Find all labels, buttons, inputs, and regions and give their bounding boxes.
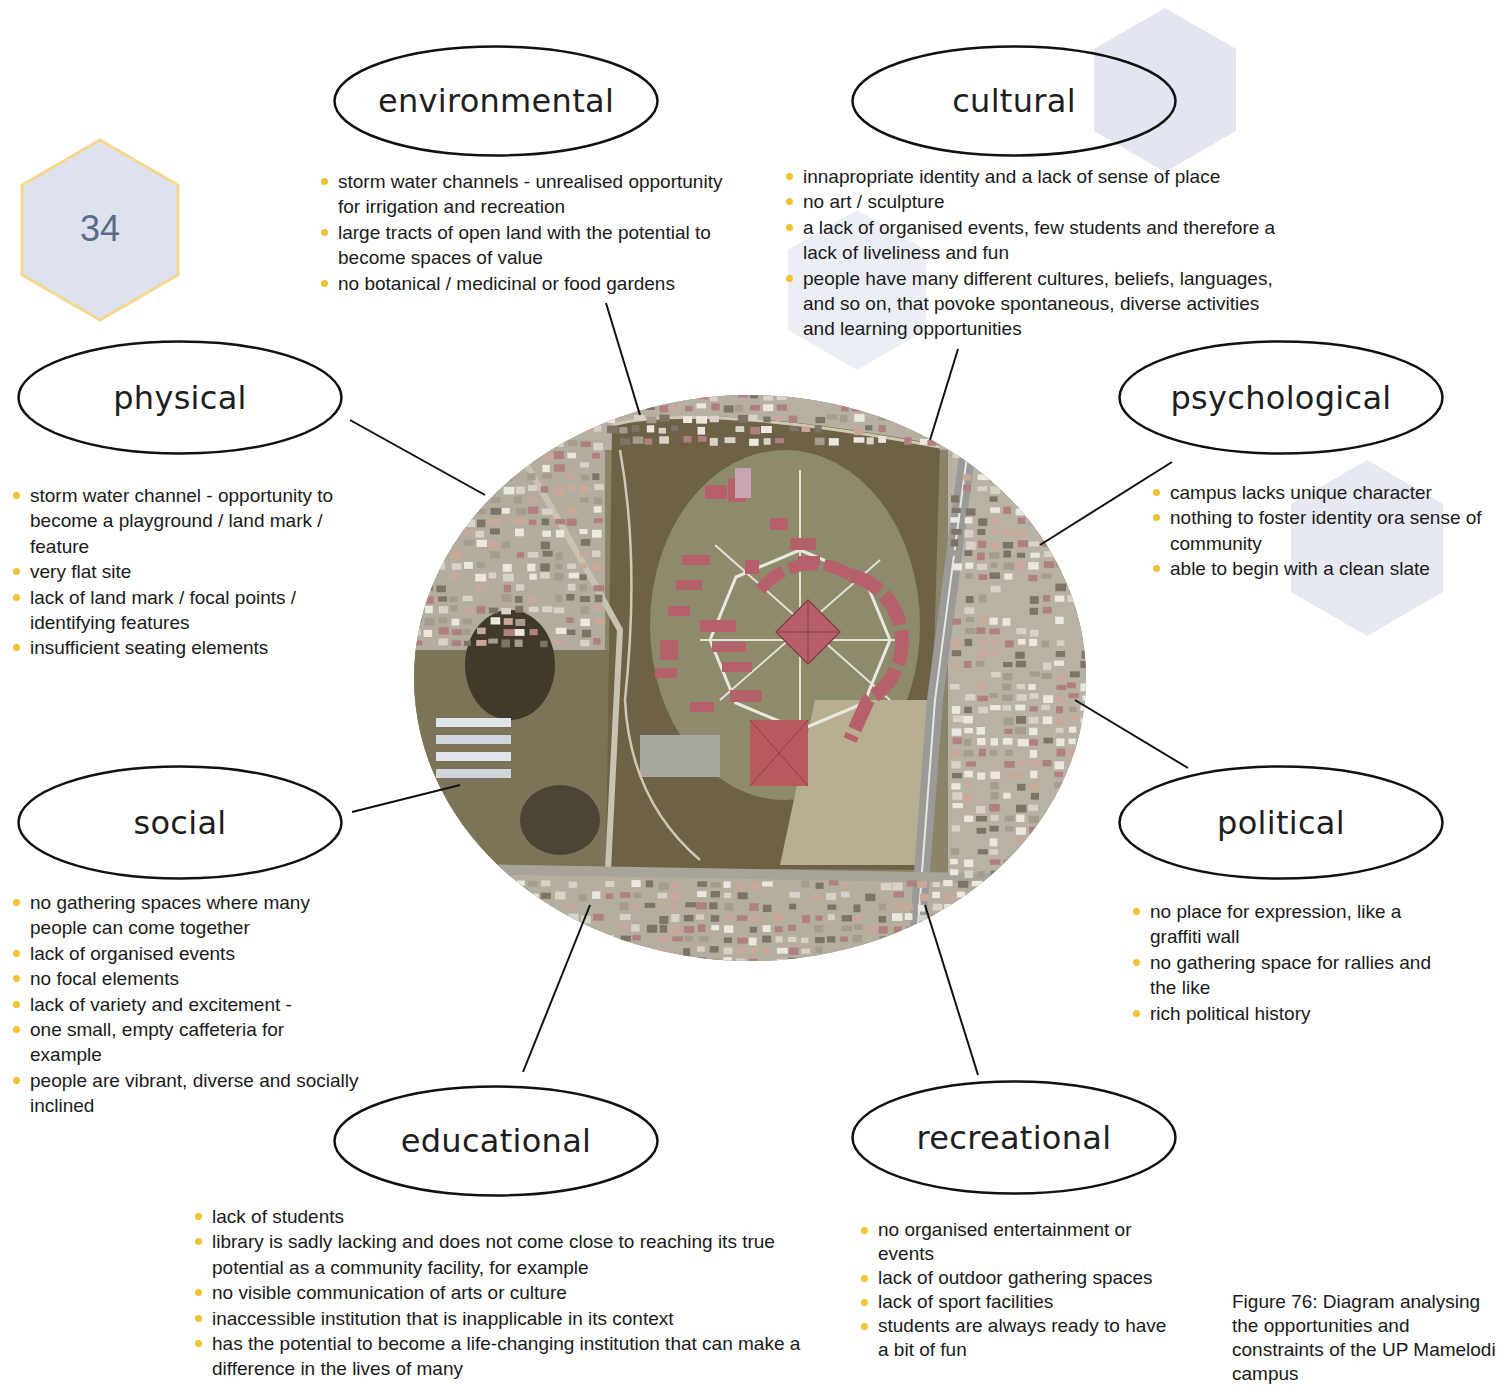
ellipse-outline: [335, 47, 658, 156]
ellipse-outline: [19, 767, 342, 879]
ellipse-outline: [853, 1082, 1176, 1194]
bullet-point: rich political history: [1130, 1001, 1446, 1026]
heading-box: recreational: [851, 1080, 1177, 1195]
category-heading: environmental: [378, 82, 614, 120]
category-ellipse: educationallack of studentslibrary is sa…: [333, 1085, 659, 1197]
category-ellipse: culturalinnapropriate identity and a lac…: [851, 45, 1177, 157]
category-heading: social: [133, 804, 226, 842]
leader-line: [523, 905, 590, 1072]
heading-box: physical: [17, 340, 343, 455]
heading-box: social: [17, 765, 343, 880]
page-hexagon: [22, 140, 178, 320]
bullet-list: storm water channels - unrealised opport…: [318, 169, 730, 296]
leader-line: [1040, 462, 1172, 545]
ellipse-outline: [1120, 342, 1443, 454]
ellipse-outline: [853, 47, 1176, 156]
category-heading: recreational: [917, 1119, 1112, 1157]
category-heading: cultural: [952, 82, 1076, 120]
page-number: 34: [40, 208, 160, 250]
bullet-point: lack of sport facilities: [858, 1290, 1178, 1314]
bullet-list: lack of studentslibrary is sadly lacking…: [192, 1204, 824, 1382]
bullet-list: no gathering spaces where many people ca…: [10, 890, 360, 1119]
bullet-point: people have many different cultures, bel…: [783, 266, 1283, 342]
bullet-point: innapropriate identity and a lack of sen…: [783, 164, 1283, 189]
bullet-point: library is sadly lacking and does not co…: [192, 1229, 824, 1280]
bullet-point: very flat site: [10, 559, 362, 584]
bullet-point: insufficient seating elements: [10, 635, 362, 660]
category-ellipse: recreationalno organised entertainment o…: [851, 1080, 1177, 1195]
aerial-photo: [410, 390, 1099, 967]
bullet-list: campus lacks unique characternothing to …: [1150, 480, 1502, 582]
figure-caption: Figure 76: Diagram analysing the opportu…: [1232, 1290, 1500, 1386]
heading-box: psychological: [1118, 340, 1444, 455]
leader-line: [352, 785, 460, 812]
heading-box: environmental: [333, 45, 659, 157]
ellipse-outline: [1120, 767, 1443, 879]
heading-box: political: [1118, 765, 1444, 880]
bullet-list: innapropriate identity and a lack of sen…: [783, 164, 1283, 342]
bullet-point: no gathering spaces where many people ca…: [10, 890, 360, 941]
bullet-point: no gathering space for rallies and the l…: [1130, 950, 1446, 1001]
bullet-list: storm water channel - opportunity to bec…: [10, 483, 362, 661]
category-ellipse: psychologicalcampus lacks unique charact…: [1118, 340, 1444, 455]
heading-box: educational: [333, 1085, 659, 1197]
bullet-point: no organised entertainment or events: [858, 1218, 1178, 1266]
bullet-point: no art / sculpture: [783, 189, 1283, 214]
bullet-point: campus lacks unique character: [1150, 480, 1502, 505]
bullet-point: no focal elements: [10, 966, 360, 991]
category-ellipse: socialno gathering spaces where many peo…: [17, 765, 343, 880]
heading-box: cultural: [851, 45, 1177, 157]
bullet-point: no visible communication of arts or cult…: [192, 1280, 824, 1305]
bullet-point: no botanical / medicinal or food gardens: [318, 271, 730, 296]
leader-line: [1075, 700, 1188, 768]
bullet-point: storm water channel - opportunity to bec…: [10, 483, 362, 559]
bullet-point: nothing to foster identity ora sense of …: [1150, 505, 1502, 556]
bullet-point: no place for expression, like a graffiti…: [1130, 899, 1446, 950]
bullet-list: no place for expression, like a graffiti…: [1130, 899, 1446, 1026]
bullet-point: has the potential to become a life-chang…: [192, 1331, 824, 1382]
bullet-point: one small, empty caffeteria for example: [10, 1017, 360, 1068]
decor-hexagon: [1094, 8, 1236, 172]
leader-line: [350, 420, 485, 495]
leader-line: [930, 349, 958, 440]
bullet-point: lack of outdoor gathering spaces: [858, 1266, 1178, 1290]
bullet-point: lack of students: [192, 1204, 824, 1229]
bullet-point: large tracts of open land with the poten…: [318, 220, 730, 271]
category-ellipse: environmentalstorm water channels - unre…: [333, 45, 659, 157]
bullet-point: lack of organised events: [10, 941, 360, 966]
bullet-point: inaccessible institution that is inappli…: [192, 1306, 824, 1331]
bullet-point: storm water channels - unrealised opport…: [318, 169, 730, 220]
category-heading: psychological: [1170, 379, 1391, 417]
bullet-point: a lack of organised events, few students…: [783, 215, 1283, 266]
bullet-point: lack of land mark / focal points / ident…: [10, 585, 362, 636]
bullet-list: no organised entertainment or eventslack…: [858, 1218, 1178, 1362]
category-heading: educational: [401, 1122, 592, 1160]
ellipse-outline: [19, 342, 342, 454]
category-ellipse: physicalstorm water channel - opportunit…: [17, 340, 343, 455]
bullet-point: able to begin with a clean slate: [1150, 556, 1502, 581]
leader-line: [606, 303, 640, 415]
bullet-point: people are vibrant, diverse and socially…: [10, 1068, 360, 1119]
category-heading: physical: [113, 379, 247, 417]
leader-line: [925, 905, 978, 1075]
bullet-point: students are always ready to have a bit …: [858, 1314, 1178, 1362]
category-heading: political: [1217, 804, 1345, 842]
bullet-point: lack of variety and excitement -: [10, 992, 360, 1017]
category-ellipse: politicalno place for expression, like a…: [1118, 765, 1444, 880]
ellipse-outline: [335, 1087, 658, 1196]
